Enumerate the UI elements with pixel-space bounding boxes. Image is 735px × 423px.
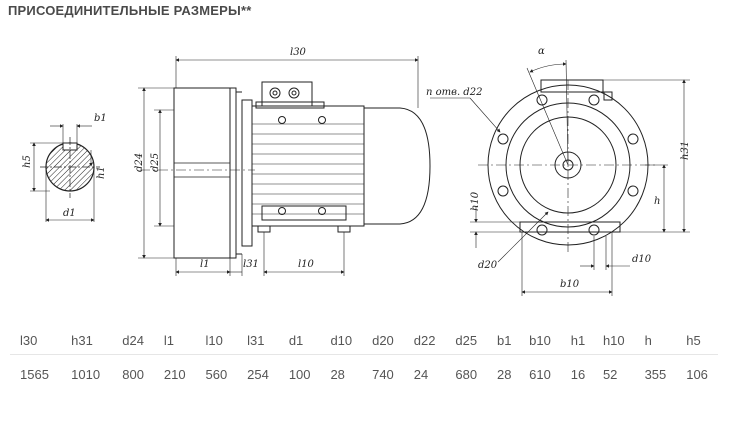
header-h31: h31 (61, 326, 113, 355)
cell-h31: 1010 (71, 366, 101, 382)
label-d20: d20 (478, 260, 498, 271)
cell-h5: 106 (686, 366, 708, 382)
label-d10: d10 (632, 254, 652, 265)
technical-drawing: b1 h5 h1 d1 (22, 46, 691, 296)
header-d22: d22 (403, 326, 446, 355)
header-l30: l30 (10, 326, 62, 355)
motor-side-view (138, 56, 431, 276)
header-h1: h1 (560, 326, 593, 355)
header-l10: l10 (195, 326, 238, 355)
header-b10: b10 (519, 326, 561, 355)
cell-l30: 1565 (20, 366, 49, 382)
cell-h: 355 (644, 366, 667, 382)
header-l1: l1 (153, 326, 196, 355)
cell-l31: 254 (247, 366, 269, 382)
cell-b1: 28 (497, 366, 512, 382)
header-d10: d10 (320, 326, 363, 355)
label-h1: h1 (96, 166, 107, 179)
cell-l10: 560 (205, 366, 228, 382)
label-h5: h5 (22, 155, 33, 168)
cell-d10: 28 (330, 366, 345, 382)
shaft-section (30, 124, 100, 222)
header-d20: d20 (362, 326, 404, 355)
table-header-row: l30 h31 d24 l1 l10 l31 d1 d10 d20 d22 d2… (10, 326, 718, 355)
header-l31: l31 (237, 326, 279, 355)
label-l10: l10 (298, 259, 315, 270)
cell-b10: 610 (529, 366, 551, 382)
label-h10: h10 (470, 191, 481, 211)
cell-d22: 24 (413, 366, 429, 382)
label-l1: l1 (200, 259, 210, 270)
header-h: h (634, 326, 677, 355)
header-d1: d1 (278, 326, 321, 355)
label-alpha: α (538, 46, 545, 57)
label-n-holes-d22: n отв. d22 (426, 87, 482, 98)
cell-d1: 100 (288, 366, 311, 382)
header-h5: h5 (676, 326, 718, 355)
cell-h10: 52 (602, 366, 618, 382)
page-title: ПРИСОЕДИНИТЕЛЬНЫЕ РАЗМЕРЫ** (8, 3, 252, 18)
label-l30: l30 (290, 47, 307, 58)
table-row: 1565 1010 800 210 560 254 100 28 740 24 … (10, 355, 718, 394)
label-d1: d1 (63, 208, 76, 219)
label-d24: d24 (134, 153, 145, 172)
header-d24: d24 (112, 326, 154, 355)
label-l31: l31 (243, 259, 259, 270)
header-d25: d25 (445, 326, 488, 355)
label-h31: h31 (680, 141, 691, 160)
label-b1: b1 (94, 113, 107, 124)
cell-h1: 16 (570, 366, 586, 382)
label-d25: d25 (150, 153, 161, 172)
dimensions-table: l30 h31 d24 l1 l10 l31 d1 d10 d20 d22 d2… (10, 326, 718, 393)
motor-front-view (430, 59, 690, 296)
cell-d24: 800 (122, 366, 144, 382)
cell-l1: 210 (163, 366, 186, 382)
cell-d20: 740 (372, 366, 394, 382)
label-h: h (654, 196, 660, 207)
header-h10: h10 (592, 326, 635, 355)
cell-d25: 680 (455, 366, 478, 382)
label-b10: b10 (560, 279, 580, 290)
header-b1: b1 (487, 326, 520, 355)
